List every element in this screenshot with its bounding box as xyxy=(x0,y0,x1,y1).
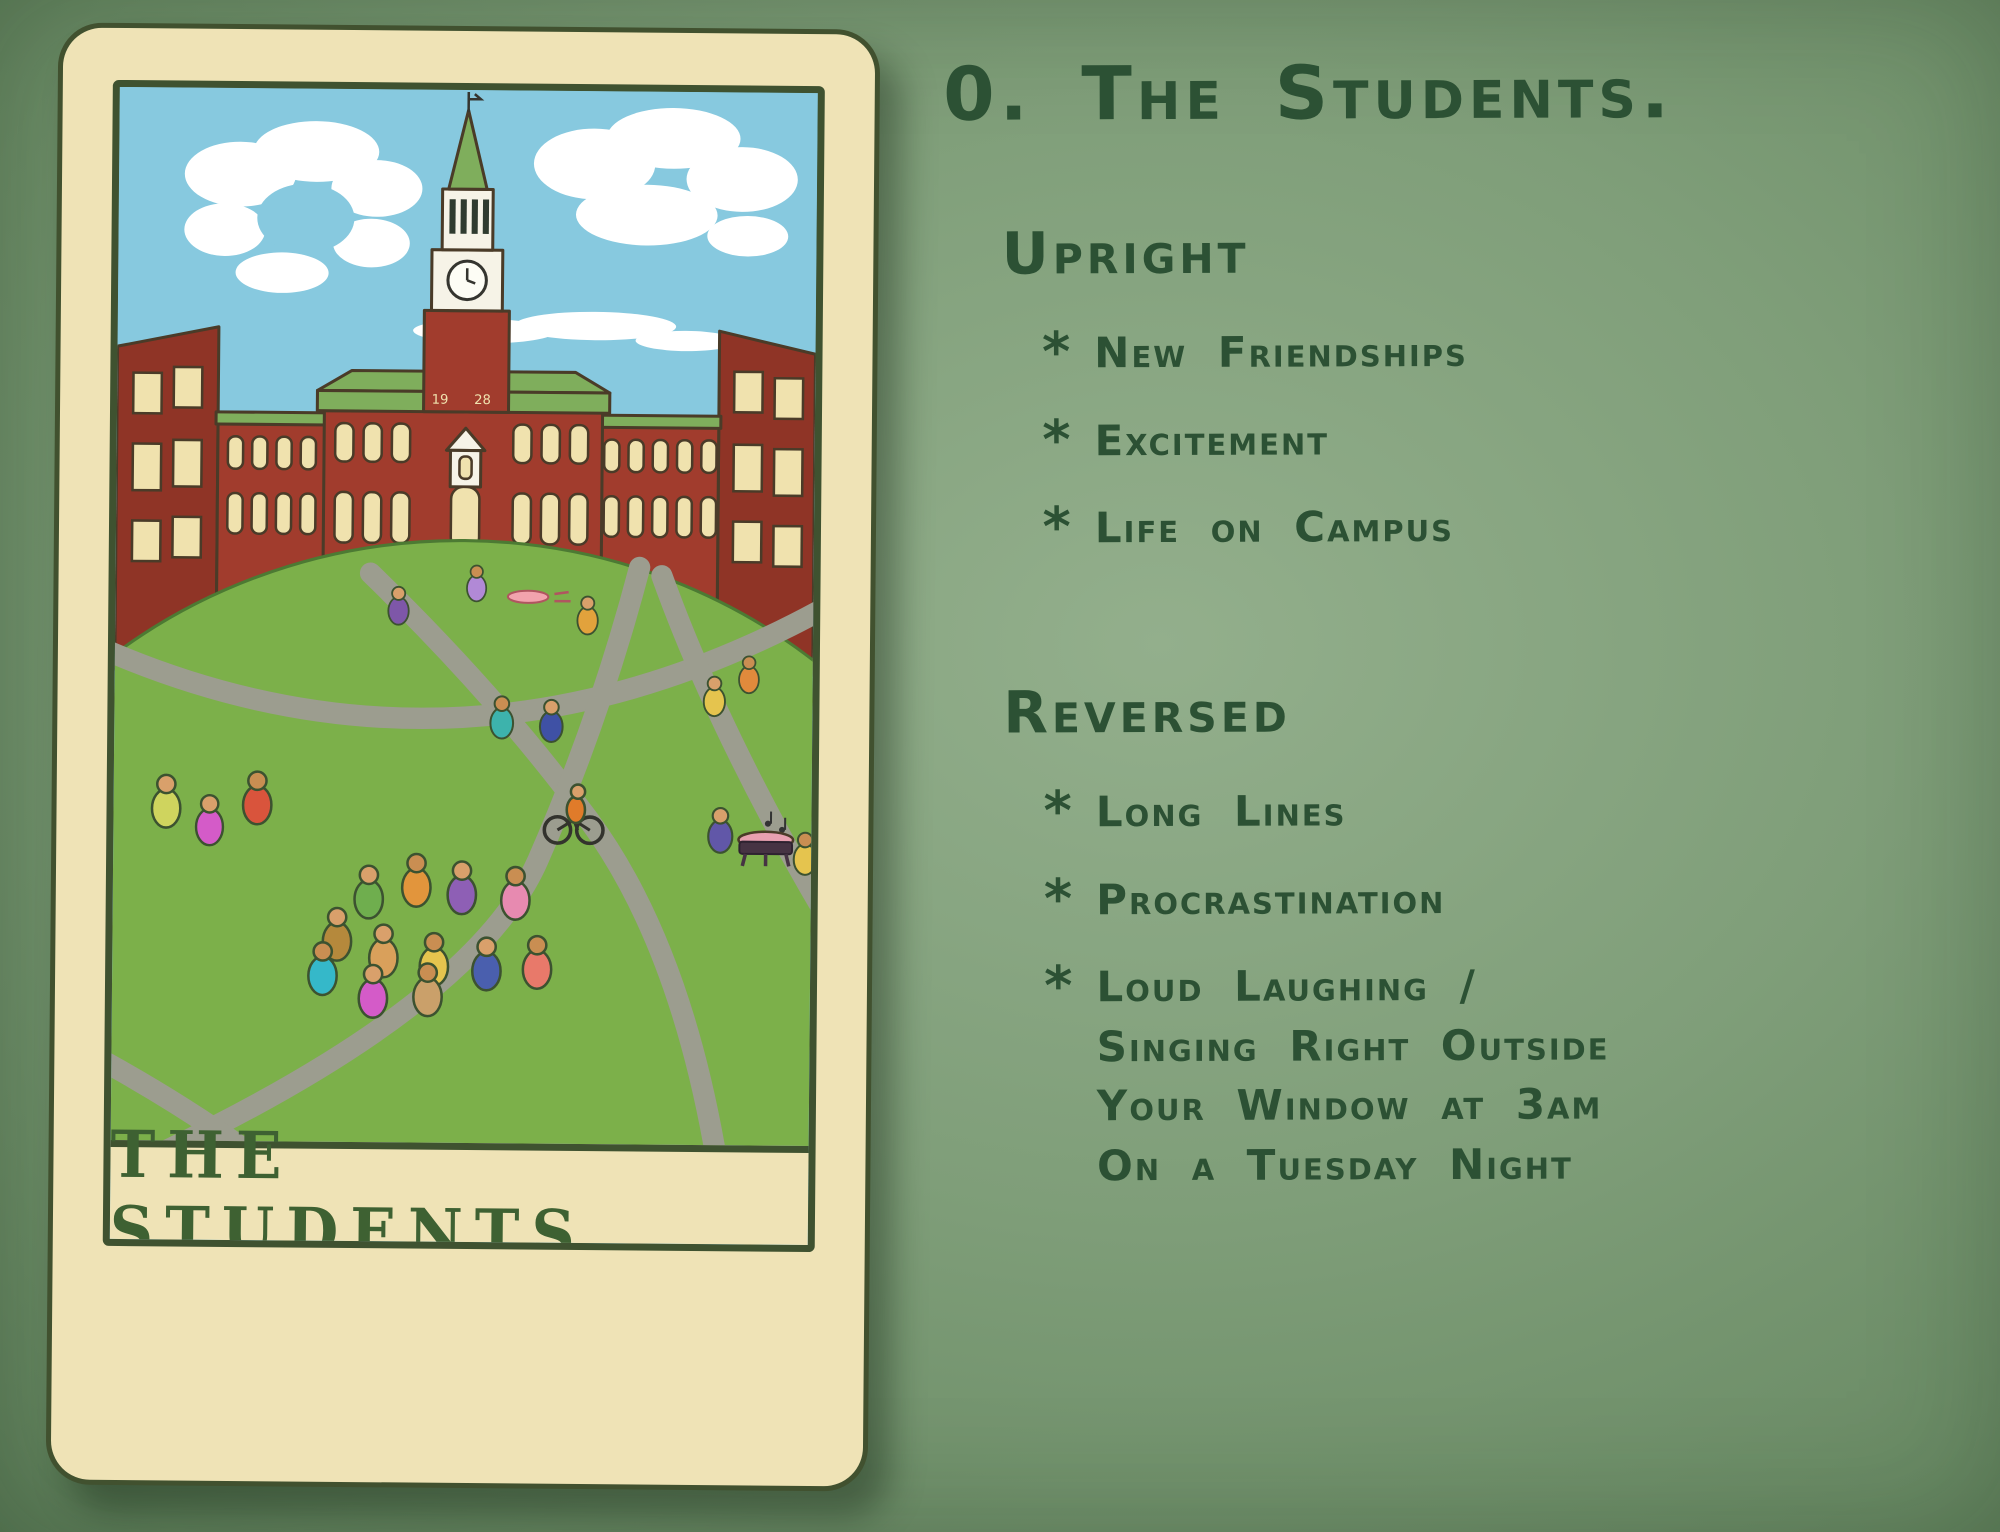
card-art-area: 19 28 xyxy=(110,86,818,1147)
card-artwork: 19 28 xyxy=(110,86,818,1147)
student-figure xyxy=(400,852,432,908)
student-figure xyxy=(321,906,353,962)
meaning-item: * Life on Campus xyxy=(1042,495,1955,559)
piano xyxy=(737,811,795,867)
meaning-text: Long Lines xyxy=(1095,786,1347,837)
meaning-text: Loud Laughing / Singing Right Outside Yo… xyxy=(1096,961,1610,1191)
clock-tower: 19 28 xyxy=(422,92,511,414)
student-figure xyxy=(466,564,488,603)
asterisk-bullet: * xyxy=(1042,407,1073,472)
meaning-text: Procrastination xyxy=(1096,873,1446,924)
section-upright: Upright * New Friendships * Excitement *… xyxy=(1001,216,1955,559)
student-figure xyxy=(792,831,818,876)
meaning-item: * Loud Laughing / Singing Right Outside … xyxy=(1044,954,1957,1196)
student-figure xyxy=(446,860,478,916)
meaning-item: * Excitement xyxy=(1042,408,1954,471)
section-reversed: Reversed * Long Lines * Procrastination … xyxy=(1003,675,1957,1196)
asterisk-bullet: * xyxy=(1043,779,1074,843)
clock-hands xyxy=(465,268,476,285)
student-figure xyxy=(387,585,410,626)
panel-heading: 0. The Students. xyxy=(942,49,1675,138)
frisbee-icon xyxy=(506,589,571,604)
student-figure xyxy=(150,773,182,829)
student-figure xyxy=(353,864,385,920)
meaning-item: * Long Lines xyxy=(1043,779,1956,843)
asterisk-bullet: * xyxy=(1042,495,1073,559)
reversed-items: * Long Lines * Procrastination * Loud La… xyxy=(1043,779,1957,1196)
asterisk-bullet: * xyxy=(1043,866,1075,930)
spire xyxy=(447,108,489,191)
student-figure xyxy=(470,936,502,992)
asterisk-bullet: * xyxy=(1041,320,1073,384)
tower-year-right: 28 xyxy=(474,393,491,408)
music-notes-icon xyxy=(769,811,787,830)
student-figure xyxy=(412,962,443,1018)
student-figure xyxy=(521,934,553,991)
card-inner-frame: 19 28 xyxy=(102,79,825,1253)
student-figure xyxy=(241,770,273,826)
meaning-text: Excitement xyxy=(1094,415,1330,465)
campus-paths xyxy=(110,556,818,1147)
tarot-card: 19 28 xyxy=(45,22,881,1492)
student-figure xyxy=(702,675,726,718)
meaning-text: Life on Campus xyxy=(1094,502,1455,553)
student-figure xyxy=(738,655,760,695)
students-group xyxy=(150,564,818,1019)
student-figure xyxy=(489,695,515,740)
upright-items: * New Friendships * Excitement * Life on… xyxy=(1042,320,1955,558)
meaning-text: New Friendships xyxy=(1094,326,1468,378)
main-hall: 19 28 xyxy=(315,92,612,610)
weathervane-icon xyxy=(467,92,485,113)
meaning-item: * Procrastination xyxy=(1044,867,1956,930)
asterisk-bullet: * xyxy=(1044,954,1075,1018)
main-hall-windows xyxy=(333,421,590,546)
student-figure xyxy=(307,941,338,997)
info-panel: 0. The Students. Upright * New Friendshi… xyxy=(943,48,1957,1224)
meaning-item: * New Friendships xyxy=(1042,320,1954,383)
student-figure xyxy=(499,865,531,921)
cloud-left xyxy=(184,121,423,293)
tower-year-left: 19 xyxy=(432,393,449,408)
student-figure xyxy=(194,793,225,847)
student-figure xyxy=(707,806,734,854)
entrance xyxy=(444,426,487,551)
section-title-reversed: Reversed xyxy=(1003,677,1291,747)
card-title: THE STUDENTS. xyxy=(109,1117,618,1253)
section-title-upright: Upright xyxy=(1001,218,1250,288)
card-title-band: THE STUDENTS. xyxy=(110,1117,809,1252)
cyclist xyxy=(542,783,605,846)
student-figure xyxy=(576,595,599,636)
student-figure xyxy=(538,698,564,744)
campus-buildings: 19 28 xyxy=(113,92,818,677)
student-figure xyxy=(357,963,389,1019)
